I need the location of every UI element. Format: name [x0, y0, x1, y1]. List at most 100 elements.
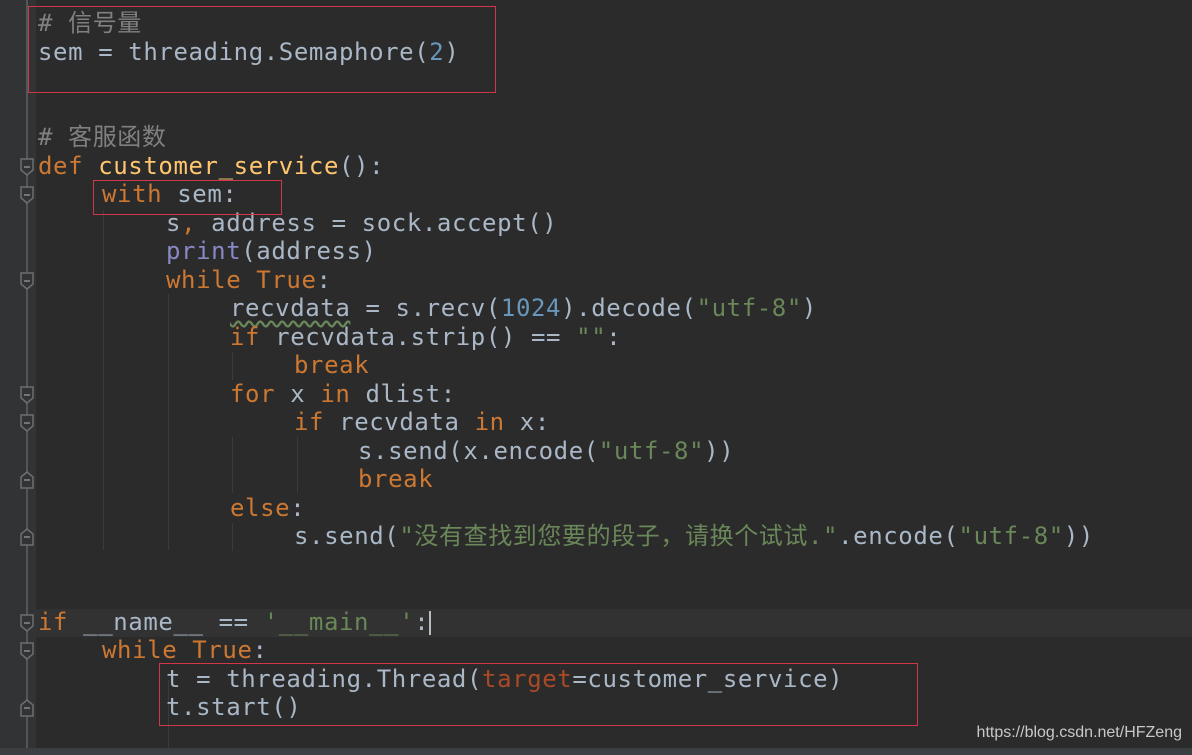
thread-start-box [159, 663, 918, 726]
horizontal-scrollbar[interactable] [0, 748, 1192, 755]
code-token: if [230, 323, 276, 351]
code-token: dlist: [365, 380, 456, 408]
code-token: break [294, 351, 370, 379]
fold-end-icon[interactable] [19, 699, 35, 717]
code-token: recvdata [339, 408, 475, 436]
editor-gutter [0, 0, 36, 748]
code-line[interactable]: t.start() [166, 693, 301, 721]
code-token: (): [339, 152, 385, 180]
code-token: # 客服函数 [38, 123, 167, 151]
fold-collapse-icon[interactable] [19, 272, 35, 290]
code-token: t.start() [166, 693, 302, 721]
fold-end-icon[interactable] [19, 471, 35, 489]
code-line[interactable]: if __name__ == '__main__': [38, 608, 432, 636]
code-token: "没有查找到您要的段子，请换个试试." [399, 522, 839, 550]
fold-collapse-icon[interactable] [19, 158, 35, 176]
code-line[interactable]: break [358, 465, 433, 493]
code-token: 1024 [500, 294, 562, 322]
code-token: 2 [429, 38, 445, 66]
fold-collapse-icon[interactable] [19, 614, 35, 632]
indent-guide [168, 294, 169, 550]
code-line[interactable]: def customer_service(): [38, 152, 384, 180]
code-line[interactable]: if recvdata in x: [294, 408, 550, 436]
code-token: = s.recv( [350, 294, 501, 322]
code-line[interactable]: for x in dlist: [230, 380, 456, 408]
code-token: s.send( [294, 522, 400, 550]
code-line[interactable]: s.send(x.encode("utf-8")) [358, 437, 734, 465]
code-token: "utf-8" [598, 437, 705, 465]
code-token: if [294, 408, 340, 436]
code-token: .encode( [838, 522, 959, 550]
code-token: while [102, 636, 193, 664]
code-line[interactable]: break [294, 351, 369, 379]
code-token: : [252, 636, 268, 664]
code-token: x [290, 380, 321, 408]
code-line[interactable]: while True: [102, 636, 268, 664]
code-token: "" [576, 323, 607, 351]
code-token: ) [444, 38, 460, 66]
code-token: with [102, 180, 178, 208]
code-token: ).decode( [561, 294, 697, 322]
code-token: sem = threading.Semaphore( [38, 38, 430, 66]
code-line[interactable]: sem = threading.Semaphore(2) [38, 38, 459, 66]
code-token: recvdata.strip() == [275, 323, 577, 351]
code-line[interactable]: # 信号量 [38, 9, 142, 37]
code-token: for [230, 380, 291, 408]
fold-collapse-icon[interactable] [19, 642, 35, 660]
code-token: in [320, 380, 366, 408]
code-token: print [166, 237, 242, 265]
indent-guide [232, 523, 233, 551]
code-token: else [230, 494, 291, 522]
indent-guide [103, 210, 104, 550]
code-line[interactable]: s, address = sock.accept() [166, 209, 557, 237]
code-token: : [290, 494, 306, 522]
code-token: while [166, 266, 257, 294]
code-line[interactable]: s.send("没有查找到您要的段子，请换个试试.".encode("utf-8… [294, 522, 1094, 550]
code-token: break [358, 465, 434, 493]
code-line[interactable]: if recvdata.strip() == "": [230, 323, 621, 351]
code-token: True [256, 266, 317, 294]
code-token: s [166, 209, 182, 237]
code-token: =customer_service) [572, 665, 844, 693]
code-token: t = threading.Thread( [166, 665, 483, 693]
code-line[interactable]: while True: [166, 266, 332, 294]
code-token: __name__ == [83, 608, 264, 636]
code-token: # 信号量 [38, 9, 142, 37]
code-token: target [482, 665, 573, 693]
semaphore-definition-box [28, 6, 496, 93]
code-token: def [38, 152, 99, 180]
code-token: : [316, 266, 332, 294]
code-token: "utf-8" [696, 294, 802, 322]
fold-collapse-icon[interactable] [19, 386, 35, 404]
code-token: '__main__' [263, 608, 415, 636]
code-line[interactable]: print(address) [166, 237, 377, 265]
code-token: customer_service [98, 152, 339, 180]
code-token: sem: [177, 180, 238, 208]
code-token: recvdata [230, 294, 351, 322]
watermark-text: https://blog.csdn.net/HFZeng [976, 724, 1182, 741]
code-token: , [181, 209, 197, 237]
fold-end-icon[interactable] [19, 528, 35, 546]
with-sem-box [93, 180, 282, 215]
code-token: )) [704, 437, 735, 465]
indent-guide [232, 352, 233, 380]
code-token: )) [1063, 522, 1094, 550]
text-caret [429, 611, 432, 635]
fold-collapse-icon[interactable] [19, 186, 35, 204]
code-line[interactable]: t = threading.Thread(target=customer_ser… [166, 665, 843, 693]
code-line[interactable]: # 客服函数 [38, 123, 167, 151]
code-token: address = sock.accept() [196, 209, 558, 237]
code-token: if [38, 608, 84, 636]
code-line[interactable]: with sem: [102, 180, 237, 208]
code-token: x: [519, 408, 550, 436]
code-token: ) [801, 294, 817, 322]
fold-collapse-icon[interactable] [19, 414, 35, 432]
code-line[interactable]: else: [230, 494, 305, 522]
code-token: (address) [241, 237, 377, 265]
code-token: True [192, 636, 253, 664]
code-token: s.send(x.encode( [358, 437, 599, 465]
code-token: : [606, 323, 622, 351]
current-line-highlight [36, 609, 1192, 637]
code-line[interactable]: recvdata = s.recv(1024).decode("utf-8") [230, 294, 817, 322]
